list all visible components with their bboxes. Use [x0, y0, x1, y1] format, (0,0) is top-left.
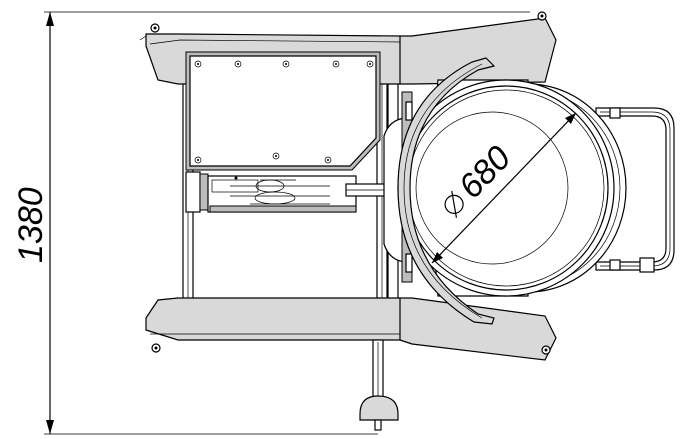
- length-label: 1380: [12, 187, 50, 263]
- bottom-rail-body: [145, 297, 557, 361]
- arrow-top: [46, 12, 54, 26]
- mechanism-bracket: [185, 171, 201, 213]
- drum-hub-ring: [415, 111, 569, 265]
- panel-screws: [194, 60, 374, 164]
- control-box: [185, 51, 381, 171]
- diameter-symbol: [444, 194, 464, 214]
- diameter-line: [431, 112, 577, 264]
- arrow-bottom: [46, 420, 54, 434]
- drive-mechanism: [185, 171, 393, 213]
- length-dimension: 1380: [12, 11, 530, 435]
- guard-arc: [397, 57, 496, 325]
- control-box-panel: [189, 55, 377, 167]
- foot-pad: [359, 395, 399, 421]
- drum: [397, 79, 627, 297]
- leveling-foot: [359, 339, 399, 431]
- guard: [397, 57, 496, 325]
- bottom-rail: [145, 297, 557, 361]
